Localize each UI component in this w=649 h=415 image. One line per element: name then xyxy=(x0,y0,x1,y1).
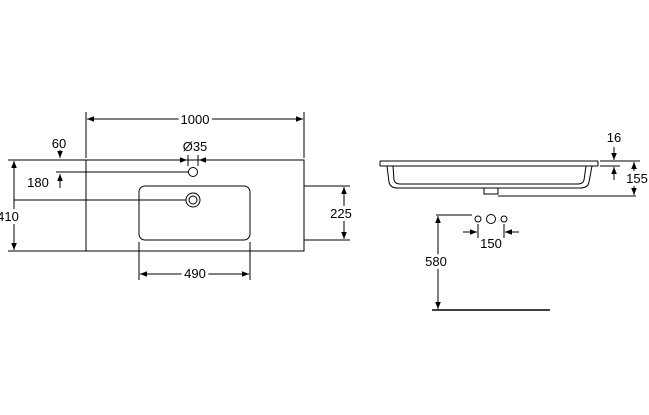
waste-outlet xyxy=(483,187,499,195)
bowl-profile xyxy=(386,165,593,189)
plan-view xyxy=(8,112,350,280)
basin-top-outline xyxy=(85,159,305,252)
label-overall-depth: 410 xyxy=(0,209,19,224)
tap-hole xyxy=(188,167,198,177)
label-tap-hole-diameter: Ø35 xyxy=(183,139,208,154)
side-view xyxy=(379,147,640,311)
label-mounting-height: 580 xyxy=(425,254,447,269)
dimension-labels: 1000 Ø35 60 180 410 225 490 16 155 150 5… xyxy=(0,109,649,284)
label-fixing-spacing: 150 xyxy=(480,236,502,251)
fixing-left xyxy=(474,215,482,223)
drain-inner xyxy=(188,195,198,205)
bowl-outline xyxy=(138,185,251,241)
label-bowl-width: 490 xyxy=(184,266,206,281)
fixing-center xyxy=(486,214,496,224)
label-bowl-depth: 225 xyxy=(330,206,352,221)
drain-outer xyxy=(185,192,201,208)
label-tap-hole-offset: 60 xyxy=(52,136,66,151)
label-overall-height: 155 xyxy=(626,171,648,186)
fixing-right xyxy=(500,215,508,223)
label-rim-thickness: 16 xyxy=(607,130,621,145)
label-overall-width: 1000 xyxy=(181,112,210,127)
label-drain-offset: 180 xyxy=(27,175,49,190)
